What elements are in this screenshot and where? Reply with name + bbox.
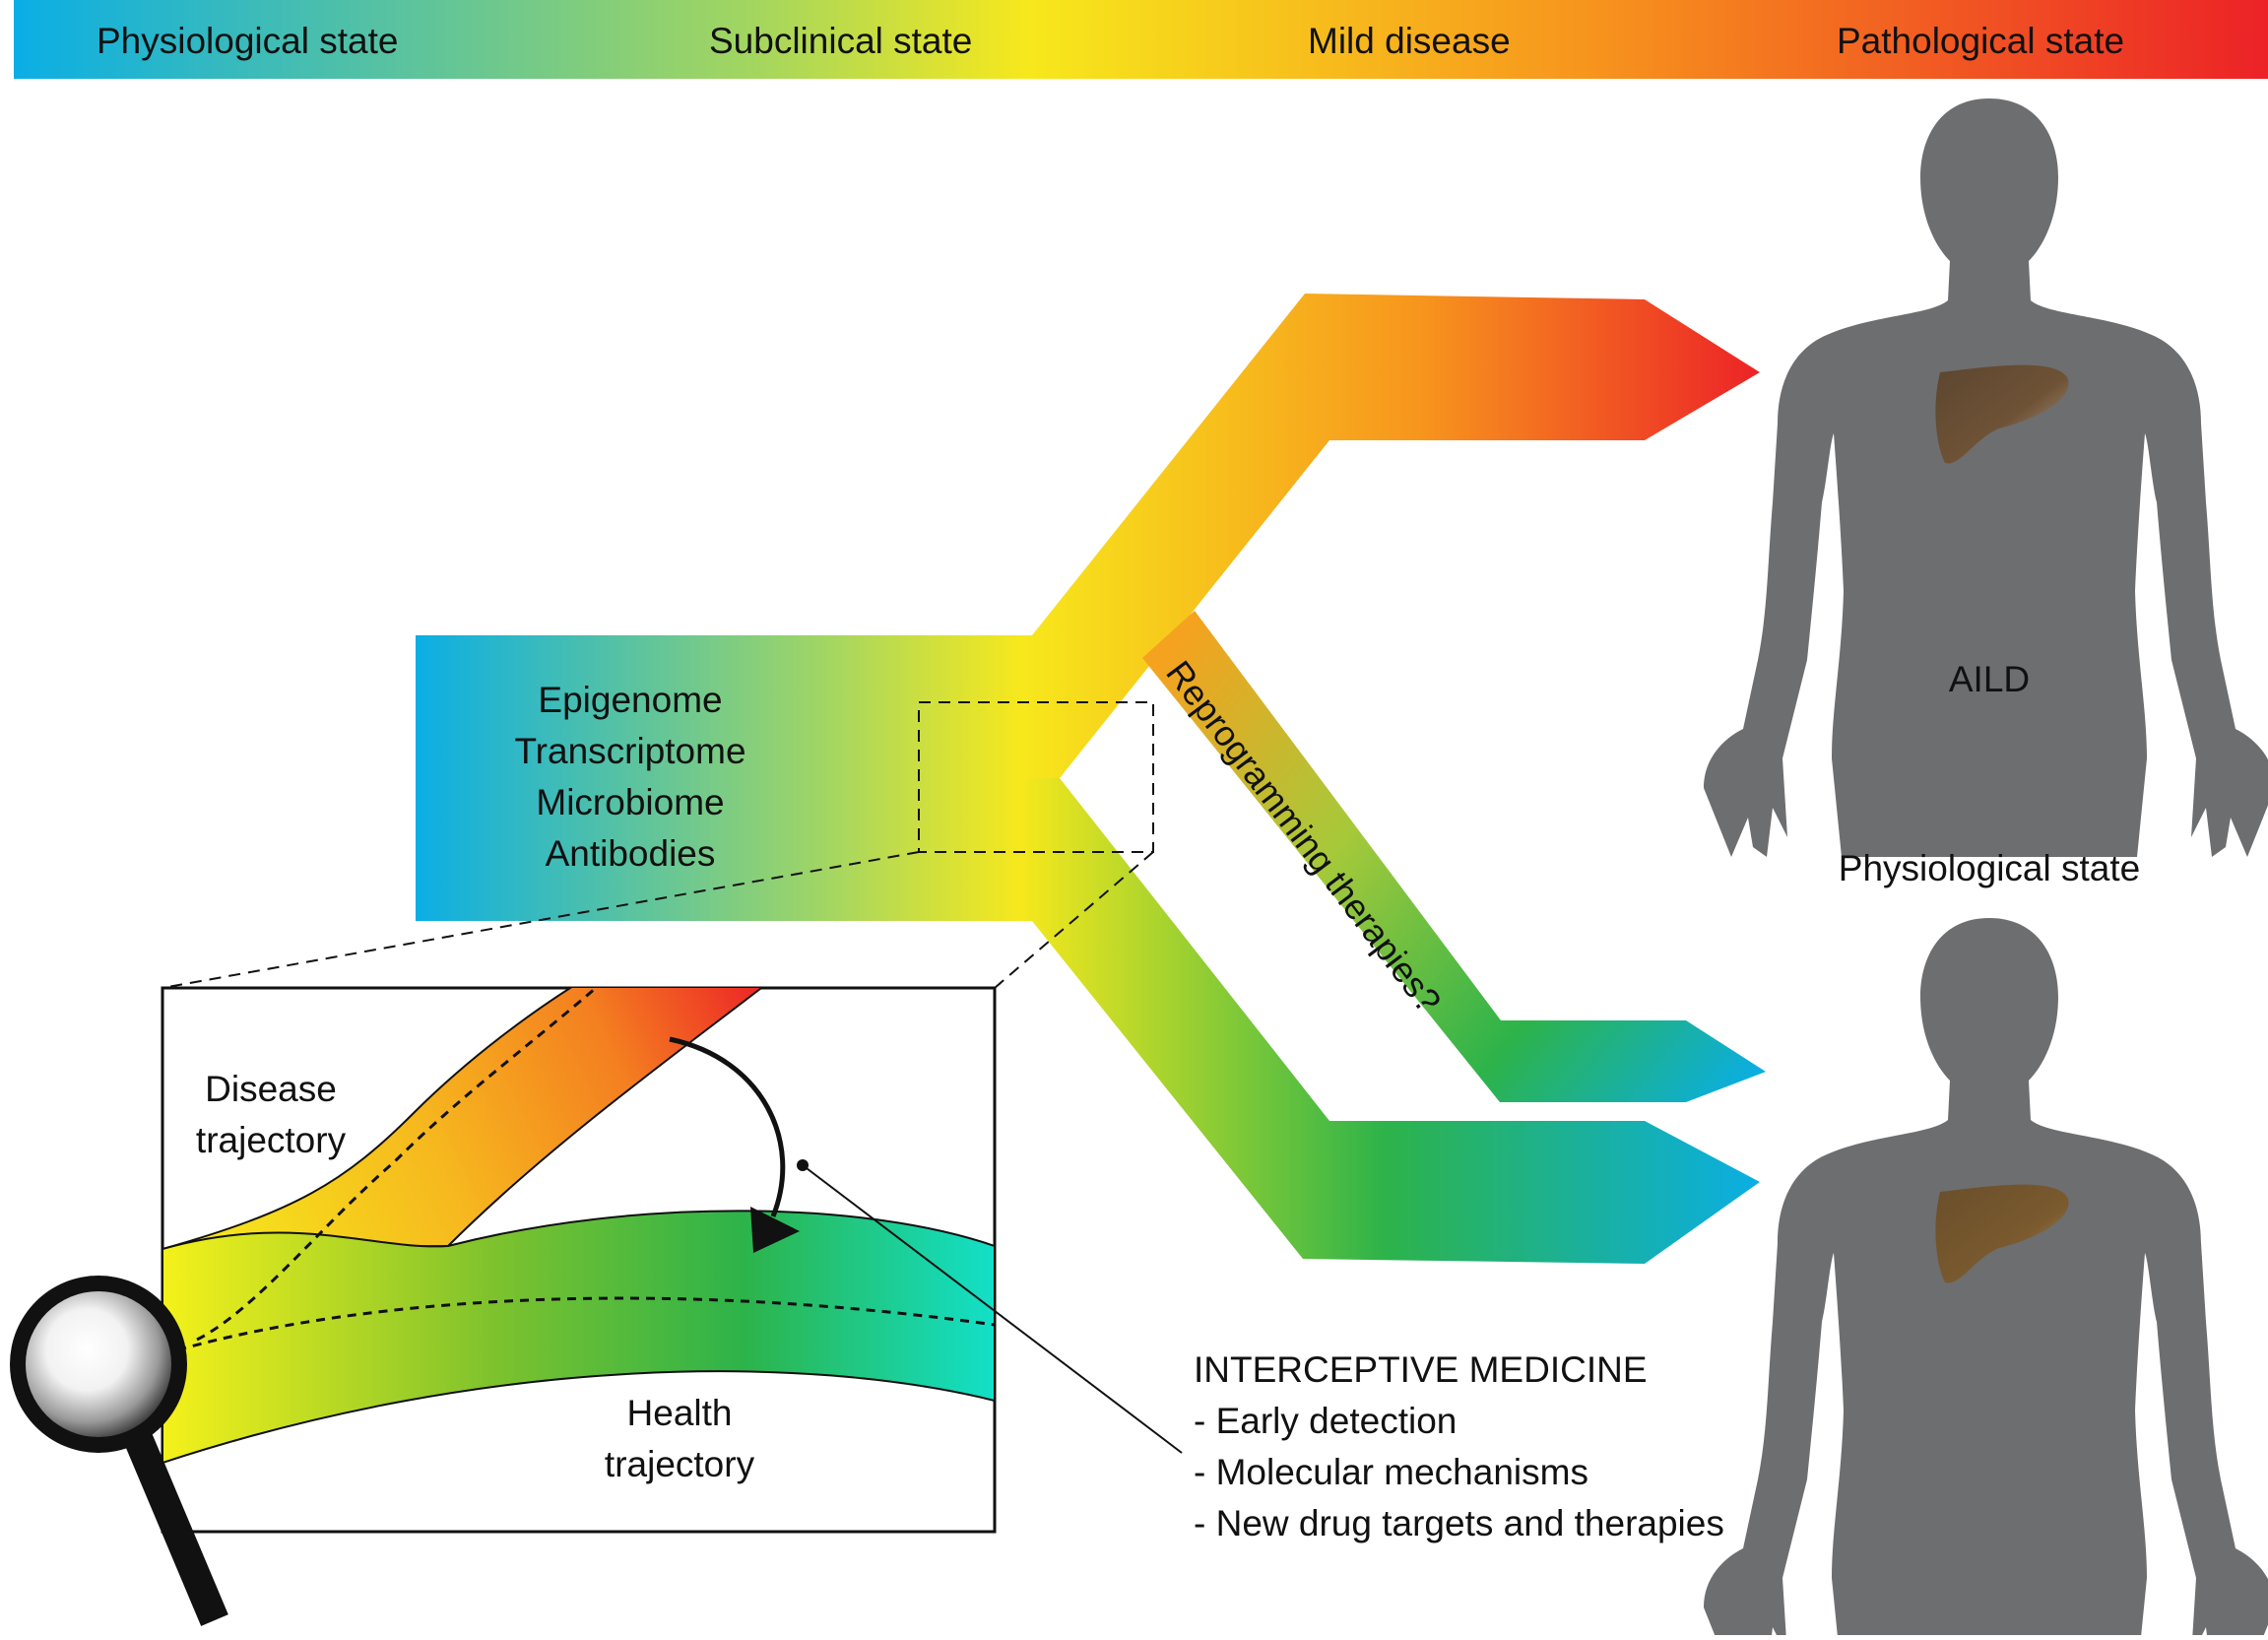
human-figure-healthy	[1704, 918, 2268, 1640]
outcome-label-physiological: Physiological state	[1838, 848, 2141, 888]
human-figure-aild	[1704, 98, 2268, 857]
stage-label-subclinical: Subclinical state	[709, 21, 973, 61]
disease-trajectory-band	[416, 294, 1760, 778]
interceptive-item-molecular-mechanisms: - Molecular mechanisms	[1194, 1452, 1588, 1492]
liver-icon-healthy	[1935, 1184, 2069, 1283]
pointer-dot	[797, 1159, 809, 1171]
pointer-line	[802, 1164, 1183, 1454]
magnifier-handle	[124, 1432, 228, 1626]
interceptive-item-early-detection: - Early detection	[1194, 1401, 1458, 1441]
stage-label-mild: Mild disease	[1308, 21, 1511, 61]
liver-icon-diseased	[1935, 364, 2069, 464]
outcome-label-aild: AILD	[1948, 659, 2031, 699]
layer-label-transcriptome: Transcriptome	[514, 731, 746, 771]
zoom-indicator	[162, 701, 1154, 989]
stage-label-pathological: Pathological state	[1837, 21, 2125, 61]
magnifier-icon	[10, 1276, 187, 1453]
inset-disease-label-line1: Disease	[205, 1069, 337, 1109]
stage-gradient-bar	[14, 0, 2268, 79]
inset-disease-band	[162, 988, 763, 1250]
inset-disease-label-line2: trajectory	[195, 1120, 347, 1160]
layer-label-epigenome: Epigenome	[538, 680, 723, 720]
inset-disease-centerline	[196, 988, 599, 1342]
inset-health-band	[162, 1210, 995, 1465]
layer-label-microbiome: Microbiome	[536, 782, 725, 822]
layer-label-antibodies: Antibodies	[545, 833, 716, 874]
inset-health-label-line1: Health	[626, 1393, 733, 1433]
intervention-arrow	[669, 1036, 786, 1217]
reprogramming-therapy-band	[1142, 611, 1766, 1102]
interceptive-item-new-targets: - New drug targets and therapies	[1194, 1503, 1724, 1543]
stage-label-physiological: Physiological state	[97, 21, 399, 61]
interceptive-medicine-title: INTERCEPTIVE MEDICINE	[1194, 1349, 1648, 1390]
inset-health-label-line2: trajectory	[604, 1444, 755, 1484]
health-trajectory-band	[416, 778, 1760, 1264]
intervention-arrowhead	[750, 1207, 800, 1253]
